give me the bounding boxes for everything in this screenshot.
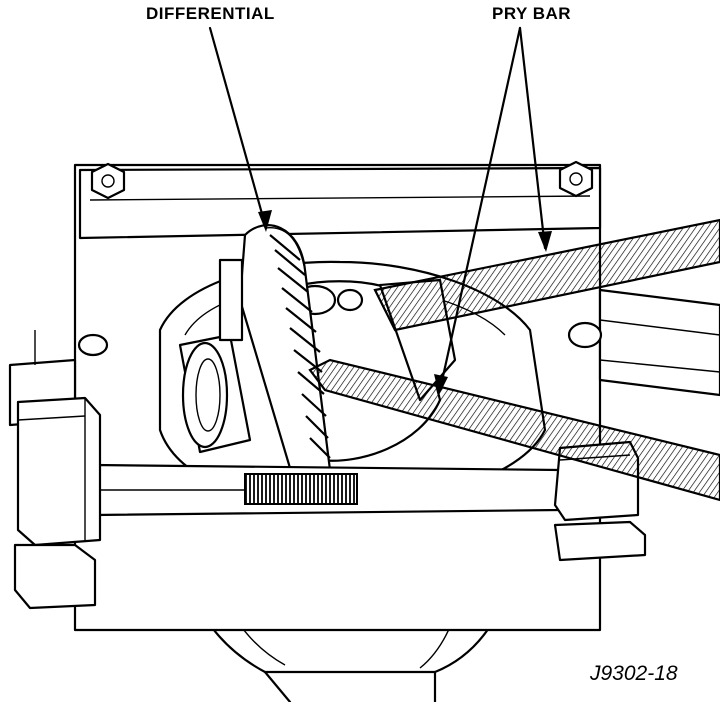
leader-pry-bar-upper (518, 26, 547, 250)
differential-label: DIFFERENTIAL (146, 4, 275, 23)
leader-differential (208, 26, 268, 230)
fixture-pin-right (567, 321, 603, 349)
side-bearing (178, 258, 252, 454)
fixture-bolt-right (558, 160, 594, 198)
pry-bar-lower (308, 358, 720, 502)
spreader-block-left (13, 396, 102, 610)
pry-bars (308, 218, 720, 502)
callout-leaders (208, 26, 552, 395)
pry-bar-upper (373, 218, 720, 332)
fixture-pin-left (77, 333, 109, 357)
leader-pry-bar-lower (438, 26, 522, 392)
figure-number: J9302-18 (590, 662, 678, 685)
fixture-bolt-left (90, 162, 126, 200)
pry-bar-label: PRY BAR (492, 4, 572, 23)
